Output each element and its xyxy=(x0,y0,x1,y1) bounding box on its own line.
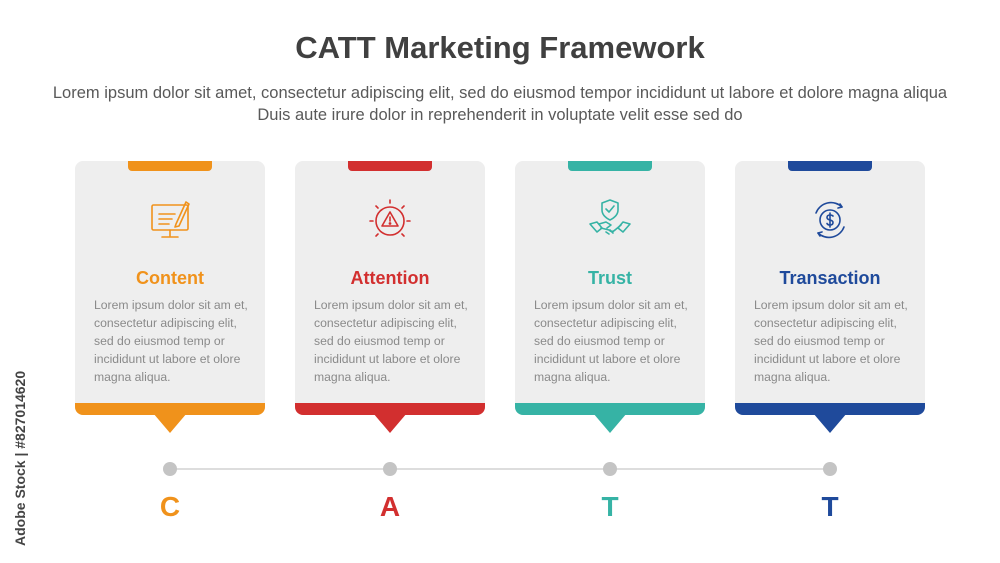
card-pointer xyxy=(153,413,187,433)
card-heading: Attention xyxy=(350,268,430,288)
card-content: Content Lorem ipsum dolor sit am et, con… xyxy=(75,161,265,433)
card-pointer xyxy=(813,413,847,433)
card-transaction: Transaction Lorem ipsum dolor sit am et,… xyxy=(735,161,925,433)
card-tab xyxy=(128,161,212,171)
card-heading: Trust xyxy=(587,268,632,288)
timeline-dot xyxy=(603,462,617,476)
card-trust: Trust Lorem ipsum dolor sit am et, conse… xyxy=(515,161,705,433)
card-body: Lorem ipsum dolor sit am et, consectetur… xyxy=(314,298,468,384)
card-tab xyxy=(788,161,872,171)
handshake-shield-icon xyxy=(587,197,633,243)
card-heading: Content xyxy=(136,268,204,288)
timeline-line xyxy=(170,468,830,470)
timeline-letter-t2: T xyxy=(821,491,839,522)
card-body: Lorem ipsum dolor sit am et, consectetur… xyxy=(534,298,688,384)
computer-writing-icon xyxy=(147,197,193,243)
timeline-dot xyxy=(823,462,837,476)
card-bottom-bar xyxy=(295,403,485,415)
timeline-letter-a: A xyxy=(379,491,401,522)
timeline-dot xyxy=(163,462,177,476)
card-bottom-bar xyxy=(75,403,265,415)
card-bottom-bar xyxy=(735,403,925,415)
stock-id-label: Adobe Stock | #827014620 xyxy=(12,370,28,546)
card-tab xyxy=(348,161,432,171)
page-subtitle: Lorem ipsum dolor sit amet, consectetur … xyxy=(52,84,948,124)
card-attention: Attention Lorem ipsum dolor sit am et, c… xyxy=(295,161,485,433)
card-pointer xyxy=(593,413,627,433)
timeline-dot xyxy=(383,462,397,476)
money-exchange-icon xyxy=(807,197,853,243)
card-body: Lorem ipsum dolor sit am et, consectetur… xyxy=(754,298,908,384)
timeline-letter-t1: T xyxy=(601,491,619,522)
card-tab xyxy=(568,161,652,171)
card-body: Lorem ipsum dolor sit am et, consectetur… xyxy=(94,298,248,384)
card-heading: Transaction xyxy=(779,268,881,288)
card-bottom-bar xyxy=(515,403,705,415)
card-pointer xyxy=(373,413,407,433)
alert-warning-icon xyxy=(367,197,413,243)
page-title: CATT Marketing Framework xyxy=(295,30,705,65)
timeline-letter-c: C xyxy=(159,491,181,522)
